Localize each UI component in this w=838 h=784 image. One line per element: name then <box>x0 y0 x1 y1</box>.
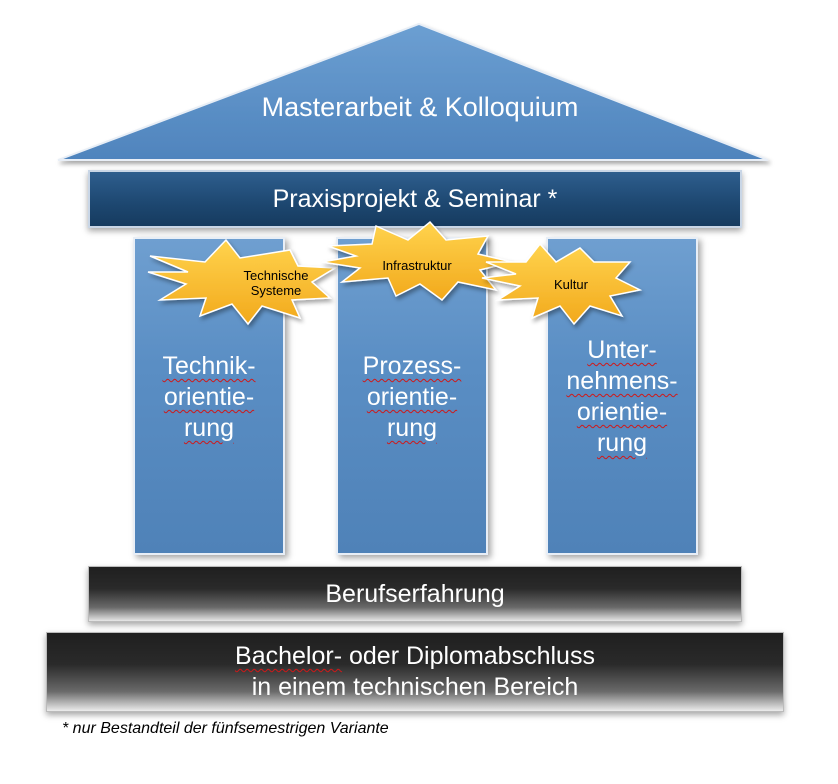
bachelor-word: Bachelor- <box>235 642 343 670</box>
diplom-text: oder Diplomabschluss <box>342 642 595 670</box>
roof-label: Masterarbeit & Kolloquium <box>261 92 579 122</box>
foundation-bachelor-line1: Bachelor- oder Diplomabschluss <box>47 641 783 672</box>
pillar-unternehmen-line2: nehmens- <box>566 367 678 395</box>
burst-label-infrastruktur: Infrastruktur <box>382 258 452 273</box>
burst-label-technische-systeme: Technische Systeme <box>226 268 326 298</box>
foundation-bachelor-line2: in einem technischen Bereich <box>251 673 579 701</box>
pillar-unternehmen-line1: Unter- <box>587 336 657 364</box>
starburst-technische-systeme <box>147 238 338 326</box>
foundation-bachelor: Bachelor- oder Diplomabschluss in einem … <box>46 632 784 712</box>
starburst-infrastruktur <box>321 220 513 302</box>
pillar-technik-line3: rung <box>183 414 235 442</box>
footnote: * nur Bestandteil der fünfsemestrigen Va… <box>62 720 389 737</box>
pillar-prozess-line1: Prozess- <box>362 352 462 380</box>
beam-praxisprojekt: Praxisprojekt & Seminar * <box>88 170 742 228</box>
pillar-label-technik: Technik- orientie- rung <box>135 351 283 444</box>
pillar-prozess: Prozess- orientie- rung <box>336 237 488 555</box>
pillar-unternehmen-line4: rung <box>596 429 648 457</box>
pillar-prozess-line2: orientie- <box>366 383 458 411</box>
pillar-unternehmen-line3: orientie- <box>576 398 668 426</box>
pillar-prozess-line3: rung <box>386 414 438 442</box>
pillar-technik-line1: Technik- <box>162 352 256 380</box>
burst-technische-line2: Systeme <box>250 283 302 298</box>
roof-shape <box>57 22 769 161</box>
pillar-label-prozess: Prozess- orientie- rung <box>338 351 486 444</box>
pillar-technik-line2: orientie- <box>163 383 255 411</box>
pillar-label-unternehmen: Unter- nehmens- orientie- rung <box>548 335 696 459</box>
burst-technische-line1: Technische <box>243 268 309 283</box>
starburst-kultur <box>481 242 643 326</box>
foundation-berufserfahrung: Berufserfahrung <box>88 566 742 622</box>
burst-label-kultur: Kultur <box>554 277 588 292</box>
